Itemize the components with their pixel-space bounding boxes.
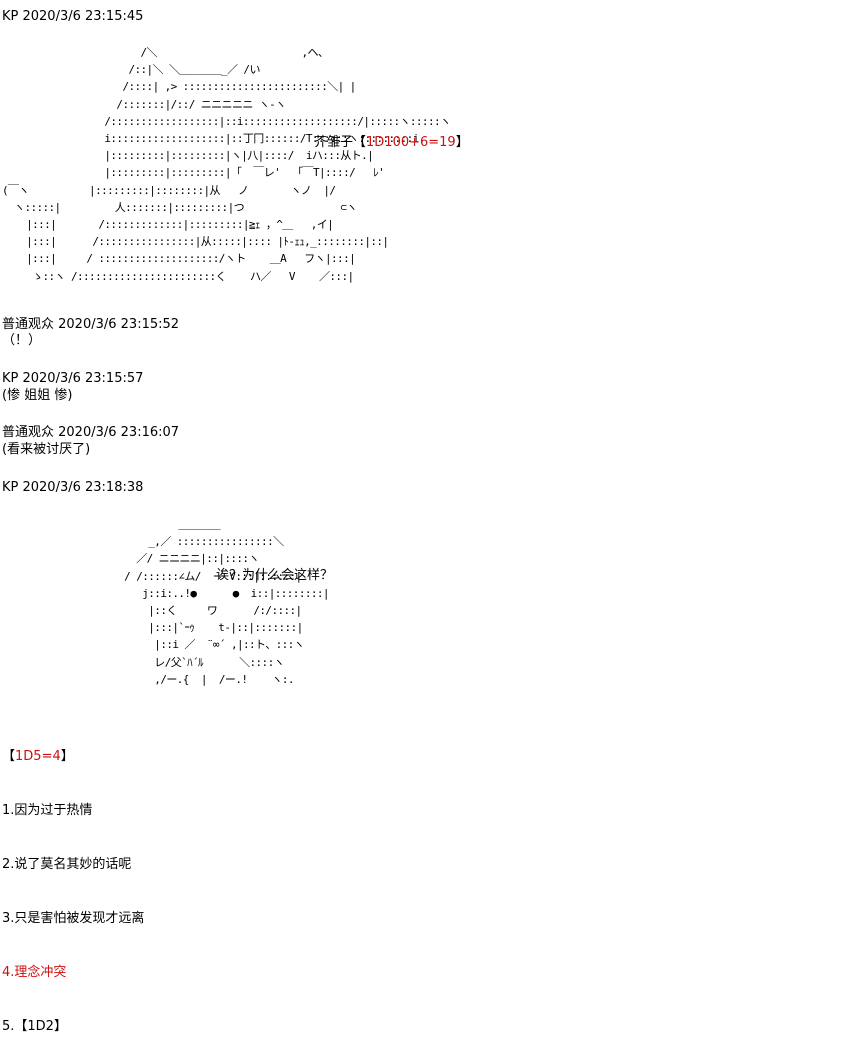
roll-result: 1D100+6=19 — [366, 135, 456, 150]
art-caption-roll: 芥雏子【1D100+6=19】 — [314, 134, 469, 152]
post-text: (看来被讨厌了) — [2, 442, 91, 457]
post-header: 普通观众 2020/3/6 23:16:07 — [2, 425, 180, 440]
art-caption: 诶？为什么会这样？ — [216, 568, 334, 583]
ascii-art-girl: ＿＿＿＿ _,／ ::::::::::::::::＼ ／/ ニニニニ|::|::… — [124, 518, 329, 686]
caption-bracket-close: 】 — [455, 135, 469, 150]
list-item: 2.说了莫名其妙的话呢 — [2, 857, 132, 872]
list-item: 1.因为过于热情 — [2, 803, 93, 818]
roll-options-list: 【1D5=4】 1.因为过于热情 2.说了莫名其妙的话呢 3.只是害怕被发现才远… — [2, 712, 144, 1054]
post-header: 普通观众 2020/3/6 23:15:52 — [2, 317, 180, 332]
ascii-art-cat: /＼ ,ヘ、 /::|＼ ＼＿＿＿＿_／ /い /::::| ,> ::::::… — [2, 46, 451, 283]
post-header: KP 2020/3/6 23:15:45 — [2, 9, 144, 24]
roll-result: 1D5=4 — [15, 749, 61, 764]
roll-result-line: 【1D5=4】 — [2, 749, 74, 764]
post-header: KP 2020/3/6 23:18:38 — [2, 480, 144, 495]
caption-character-name: 芥雏子【 — [314, 135, 367, 150]
post-text: (惨 姐姐 惨) — [2, 388, 73, 403]
post-header: KP 2020/3/6 23:15:57 — [2, 371, 144, 386]
list-item-selected: 4.理念冲突 — [2, 965, 67, 980]
list-item: 3.只是害怕被发现才远离 — [2, 911, 145, 926]
list-item: 5.【1D2】 — [2, 1019, 67, 1034]
post-text: （！） — [2, 333, 42, 348]
